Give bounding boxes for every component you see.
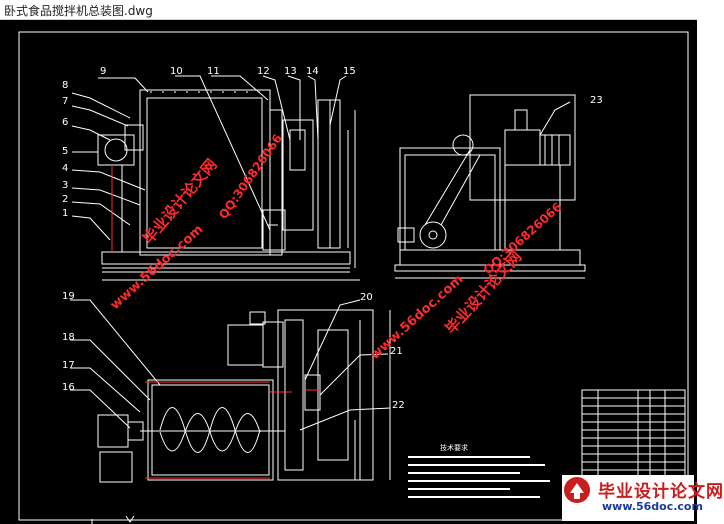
tech-requirements-heading: 技术要求 — [440, 443, 468, 452]
watermark-qq-1: QQ:306826066 — [216, 131, 285, 221]
tech-requirements-lines — [408, 456, 550, 498]
part-label-9: 9 — [100, 66, 106, 77]
part-label-20: 20 — [360, 292, 373, 303]
part-label-16: 16 — [62, 382, 75, 393]
watermark-brand-1: 毕业设计论文网 — [139, 156, 220, 248]
part-label-22: 22 — [392, 400, 405, 411]
watermarks: 毕业设计论文网 www.56doc.com QQ:306826066 毕业设计论… — [108, 131, 565, 362]
part-label-3: 3 — [62, 180, 68, 191]
part-label-4: 4 — [62, 163, 68, 174]
side-view — [394, 94, 586, 279]
part-label-18: 18 — [62, 332, 75, 343]
part-labels: 1 2 3 4 5 6 7 8 9 10 11 12 13 14 15 16 1… — [62, 66, 603, 411]
top-view — [70, 299, 391, 483]
part-label-2: 2 — [62, 194, 68, 205]
part-label-14: 14 — [306, 66, 319, 77]
part-label-10: 10 — [170, 66, 183, 77]
part-label-19: 19 — [62, 291, 75, 302]
cad-drawing-canvas[interactable]: 1 2 3 4 5 6 7 8 9 10 11 12 13 14 15 16 1… — [0, 20, 723, 524]
part-label-12: 12 — [257, 66, 270, 77]
assembly-drawing: 1 2 3 4 5 6 7 8 9 10 11 12 13 14 15 16 1… — [18, 31, 689, 524]
part-label-17: 17 — [62, 360, 75, 371]
window-titlebar: 卧式食品搅拌机总装图.dwg — [0, 0, 697, 20]
logo-brand-text: 毕业设计论文网 — [598, 482, 724, 502]
part-label-23: 23 — [590, 95, 603, 106]
part-label-21: 21 — [390, 346, 403, 357]
part-label-15: 15 — [343, 66, 356, 77]
brand-logo-icon — [564, 477, 590, 503]
part-label-7: 7 — [62, 96, 68, 107]
front-view — [71, 75, 360, 281]
window-title: 卧式食品搅拌机总装图.dwg — [4, 4, 153, 18]
site-logo: 毕业设计论文网 www.56doc.com — [562, 475, 723, 521]
watermark-qq-2: QQ:306826066 — [481, 200, 565, 278]
drawing-frame — [18, 31, 689, 521]
part-label-1: 1 — [62, 208, 68, 219]
part-label-8: 8 — [62, 80, 68, 91]
part-label-13: 13 — [284, 66, 297, 77]
part-label-6: 6 — [62, 117, 68, 128]
logo-url-text: www.56doc.com — [602, 500, 703, 513]
part-label-5: 5 — [62, 146, 68, 157]
part-label-11: 11 — [207, 66, 220, 77]
